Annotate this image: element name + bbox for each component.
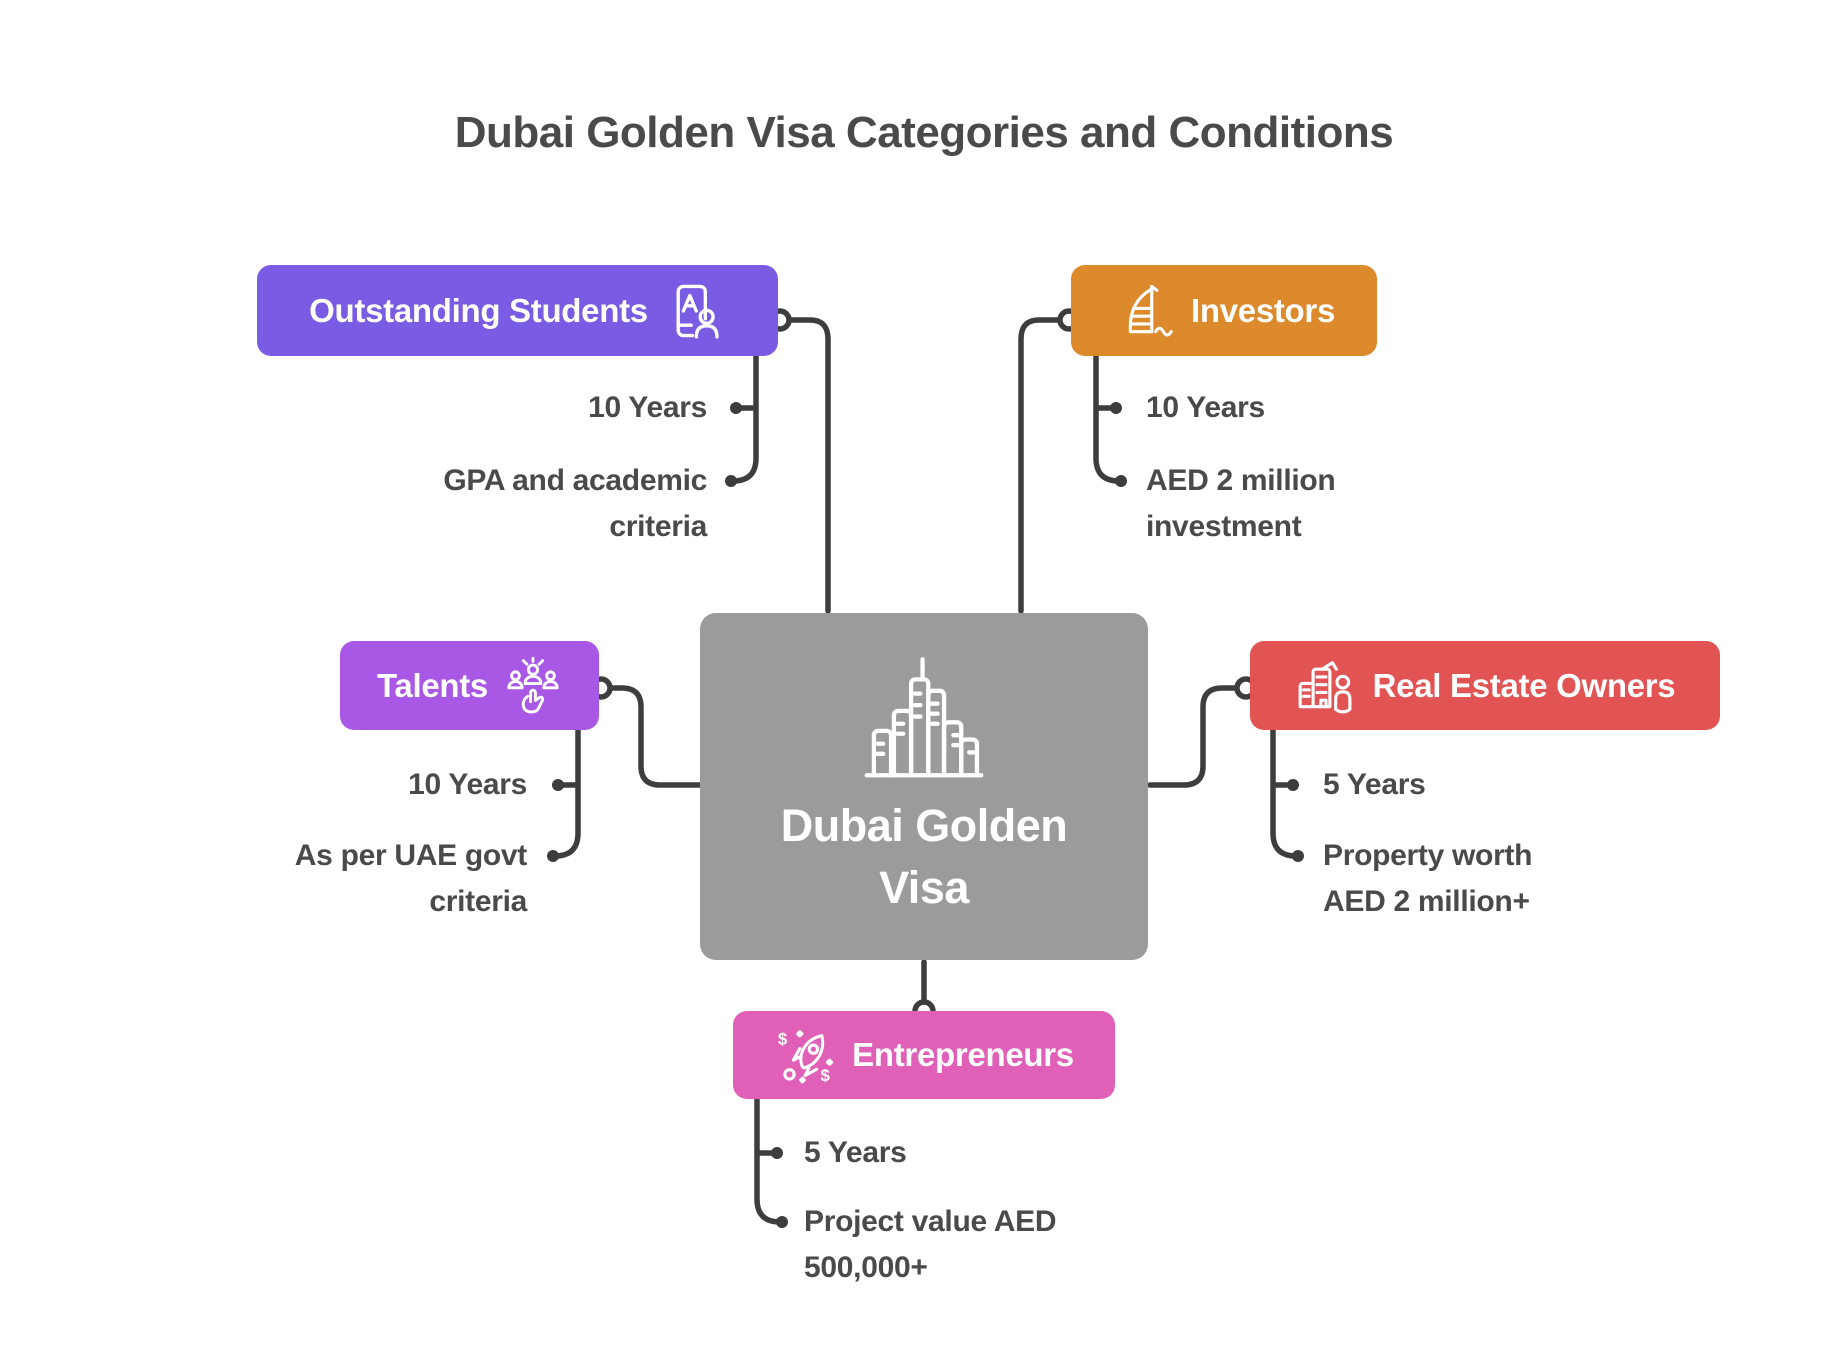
condition-real-estate-owners: Property worth AED 2 million+ bbox=[1323, 839, 1533, 918]
condition-investors: AED 2 million investment bbox=[1146, 464, 1336, 543]
condition-talents: As per UAE govt criteria bbox=[294, 839, 528, 918]
node-real-estate-owners: Real Estate Owners bbox=[1250, 641, 1720, 730]
condition-outstanding-students: GPA and academic criteria bbox=[443, 464, 707, 543]
dubai-skyline-icon bbox=[854, 655, 994, 781]
rocket-dollar-icon: $ $ bbox=[774, 1024, 836, 1086]
center-node-dubai-golden-visa: Dubai Golden Visa bbox=[700, 613, 1148, 960]
branch-real-estate bbox=[1270, 727, 1299, 859]
svg-text:$: $ bbox=[821, 1066, 831, 1085]
node-investors: Investors bbox=[1071, 265, 1377, 356]
talents-people-icon bbox=[504, 656, 562, 715]
duration-talents: 10 Years bbox=[408, 768, 527, 801]
node-outstanding-students: Outstanding Students bbox=[257, 265, 778, 356]
svg-text:$: $ bbox=[778, 1030, 788, 1049]
branch-outstanding-students bbox=[730, 353, 759, 484]
page-title: Dubai Golden Visa Categories and Conditi… bbox=[454, 108, 1394, 157]
node-label-talents: Talents bbox=[377, 666, 488, 704]
duration-outstanding-students: 10 Years bbox=[588, 391, 707, 424]
node-label-entrepreneurs: Entrepreneurs bbox=[852, 1036, 1074, 1073]
link-talents bbox=[608, 685, 703, 788]
burj-al-arab-icon bbox=[1113, 280, 1175, 342]
node-label-outstanding-students: Outstanding Students bbox=[309, 291, 648, 329]
center-node-label: Dubai Golden Visa bbox=[780, 799, 1068, 913]
duration-entrepreneurs: 5 Years bbox=[804, 1136, 907, 1169]
duration-investors: 10 Years bbox=[1146, 391, 1265, 424]
link-real-estate bbox=[1147, 685, 1239, 788]
link-outstanding-students bbox=[787, 317, 831, 614]
branch-entrepreneurs bbox=[754, 1096, 783, 1225]
branch-talents bbox=[552, 727, 581, 859]
node-entrepreneurs: $ $ Entrepreneurs bbox=[733, 1011, 1115, 1099]
buildings-owner-icon bbox=[1295, 655, 1357, 717]
link-investors bbox=[1018, 317, 1062, 614]
student-grade-card-icon bbox=[664, 280, 726, 342]
branch-investors bbox=[1093, 353, 1122, 484]
node-talents: Talents bbox=[340, 641, 599, 730]
condition-entrepreneurs: Project value AED 500,000+ bbox=[804, 1205, 1057, 1284]
duration-real-estate-owners: 5 Years bbox=[1323, 768, 1426, 801]
node-label-investors: Investors bbox=[1190, 291, 1336, 329]
node-label-real-estate-owners: Real Estate Owners bbox=[1372, 666, 1676, 704]
